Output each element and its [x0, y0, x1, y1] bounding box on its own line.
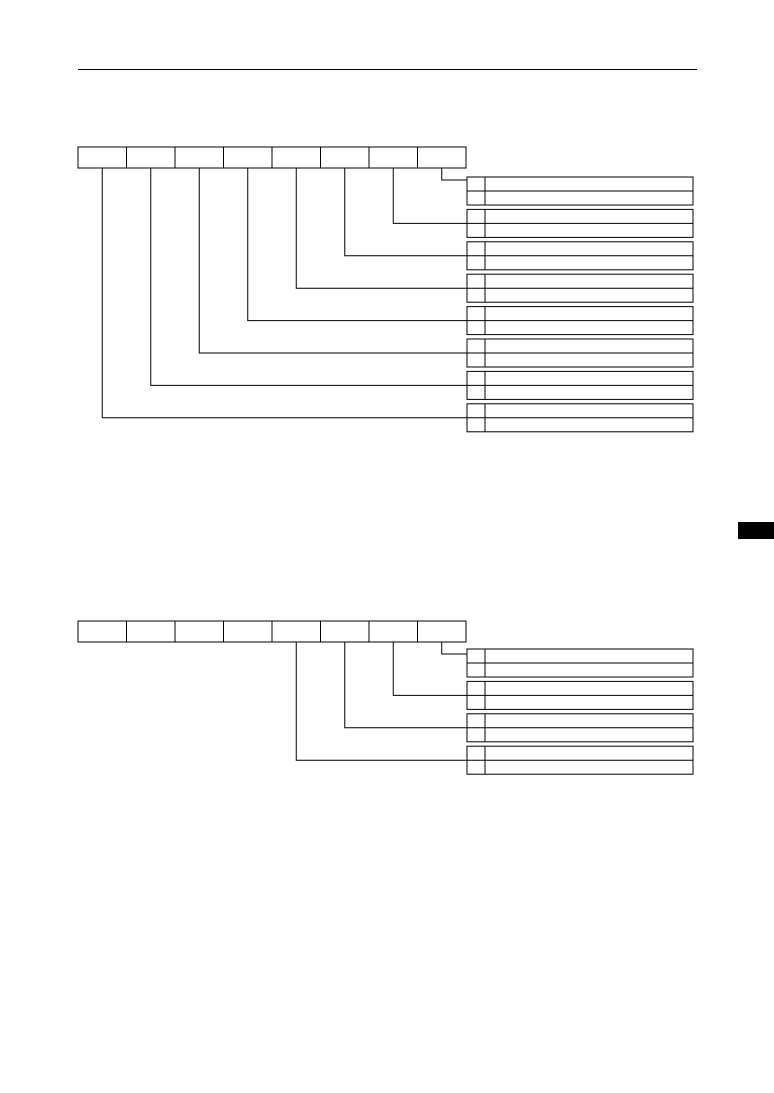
leader-line — [247, 168, 467, 322]
register-diagram-2 — [77, 620, 694, 775]
bit-cell — [271, 620, 321, 643]
bit-cell — [77, 146, 127, 169]
bit-cell — [417, 146, 467, 169]
bit-cell — [368, 146, 418, 169]
bit-cell — [320, 620, 370, 643]
leader-line — [198, 168, 467, 354]
side-tab-marker — [738, 522, 774, 539]
bit-cell — [368, 620, 418, 643]
register-diagram-1 — [77, 146, 694, 433]
leader-line — [295, 168, 467, 289]
bit-cell — [223, 620, 273, 643]
bit-cell — [223, 146, 273, 169]
bit-cell — [417, 620, 467, 643]
leader-line — [392, 168, 467, 224]
leader-line — [101, 168, 467, 419]
bit-cell — [126, 620, 176, 643]
leader-line — [392, 642, 467, 696]
bit-cell — [174, 620, 224, 643]
leader-line — [150, 168, 467, 386]
bit-cell — [320, 146, 370, 169]
leader-line — [344, 168, 467, 257]
leader-line — [441, 642, 467, 655]
bit-cell — [174, 146, 224, 169]
leader-line — [295, 642, 467, 761]
bit-cell — [126, 146, 176, 169]
bit-cell — [271, 146, 321, 169]
leader-line — [441, 168, 467, 181]
leader-line — [344, 642, 467, 729]
bit-cell — [77, 620, 127, 643]
